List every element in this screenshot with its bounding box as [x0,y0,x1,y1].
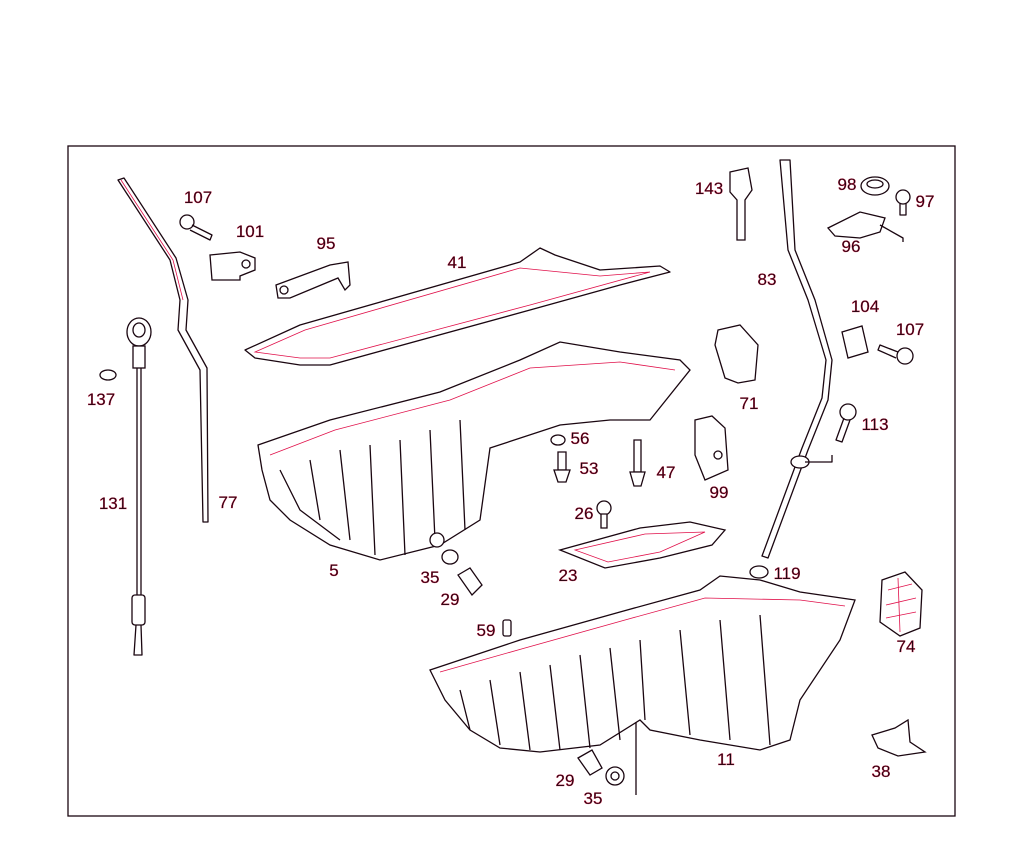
label-113: 113 [861,415,888,434]
label-101: 101 [236,222,264,241]
part-113-bolt [835,403,857,443]
label-35: 35 [584,789,603,808]
label-74: 74 [897,637,916,656]
part-107-bolt [877,344,914,365]
part-101-clamp [209,251,256,281]
label-96: 96 [842,237,861,256]
part-131-dipstick [126,317,152,656]
part-83-dipstick-tube [761,159,833,559]
label-59: 59 [477,621,496,640]
label-104: 104 [851,297,879,316]
part-29-drain-plug [577,749,603,776]
label-53: 53 [580,459,599,478]
part-47-bolt [629,439,646,487]
label-119: 119 [773,564,800,583]
part-29-drain-plug [457,567,483,597]
label-56: 56 [571,429,590,448]
label-71: 71 [740,394,759,413]
label-95: 95 [317,234,336,253]
part-104-clip [841,325,869,359]
label-131: 131 [99,494,127,513]
label-29: 29 [441,590,460,609]
part-97-screw [895,189,911,216]
part-38-bracket [871,718,927,757]
part-95-bracket [275,261,351,299]
part-26-screw [596,500,612,529]
label-29: 29 [556,771,575,790]
label-98: 98 [838,175,857,194]
part-41-gasket [244,247,671,366]
label-83: 83 [758,270,777,289]
part-119-seal-ring [749,565,769,579]
label-35: 35 [421,568,440,587]
part-35-seal-ring [605,766,625,786]
part-5-upper-oil-pan [257,341,691,561]
part-23-baffle-plate [557,521,727,569]
part-107-bolt [179,214,213,241]
label-137: 137 [87,390,115,409]
part-59-dowel-pin [502,619,512,637]
part-56-washer [550,434,566,446]
label-47: 47 [657,463,676,482]
part-98-grommet [860,176,890,196]
label-77: 77 [219,493,238,512]
part-35-seal-ring [441,549,459,565]
label-11: 11 [717,750,735,769]
label-41: 41 [448,253,467,272]
part-71-seal [714,324,759,384]
part-99-bracket [694,415,729,481]
label-23: 23 [559,566,578,585]
part-96-plate [826,211,904,242]
label-5: 5 [329,561,338,580]
part-53-bolt [553,451,571,483]
part-74-cover [879,571,923,637]
label-107: 107 [896,320,924,339]
part-11-lower-oil-pan [429,575,856,795]
part-137-seal-ring [99,369,117,381]
label-26: 26 [575,504,594,523]
label-97: 97 [916,192,935,211]
part-77-dipstick-tube [117,177,209,523]
label-143: 143 [695,179,723,198]
label-107: 107 [184,188,212,207]
part-143-sensor [729,167,753,241]
label-99: 99 [710,483,729,502]
label-38: 38 [872,762,891,781]
diagram-frame [67,145,956,817]
